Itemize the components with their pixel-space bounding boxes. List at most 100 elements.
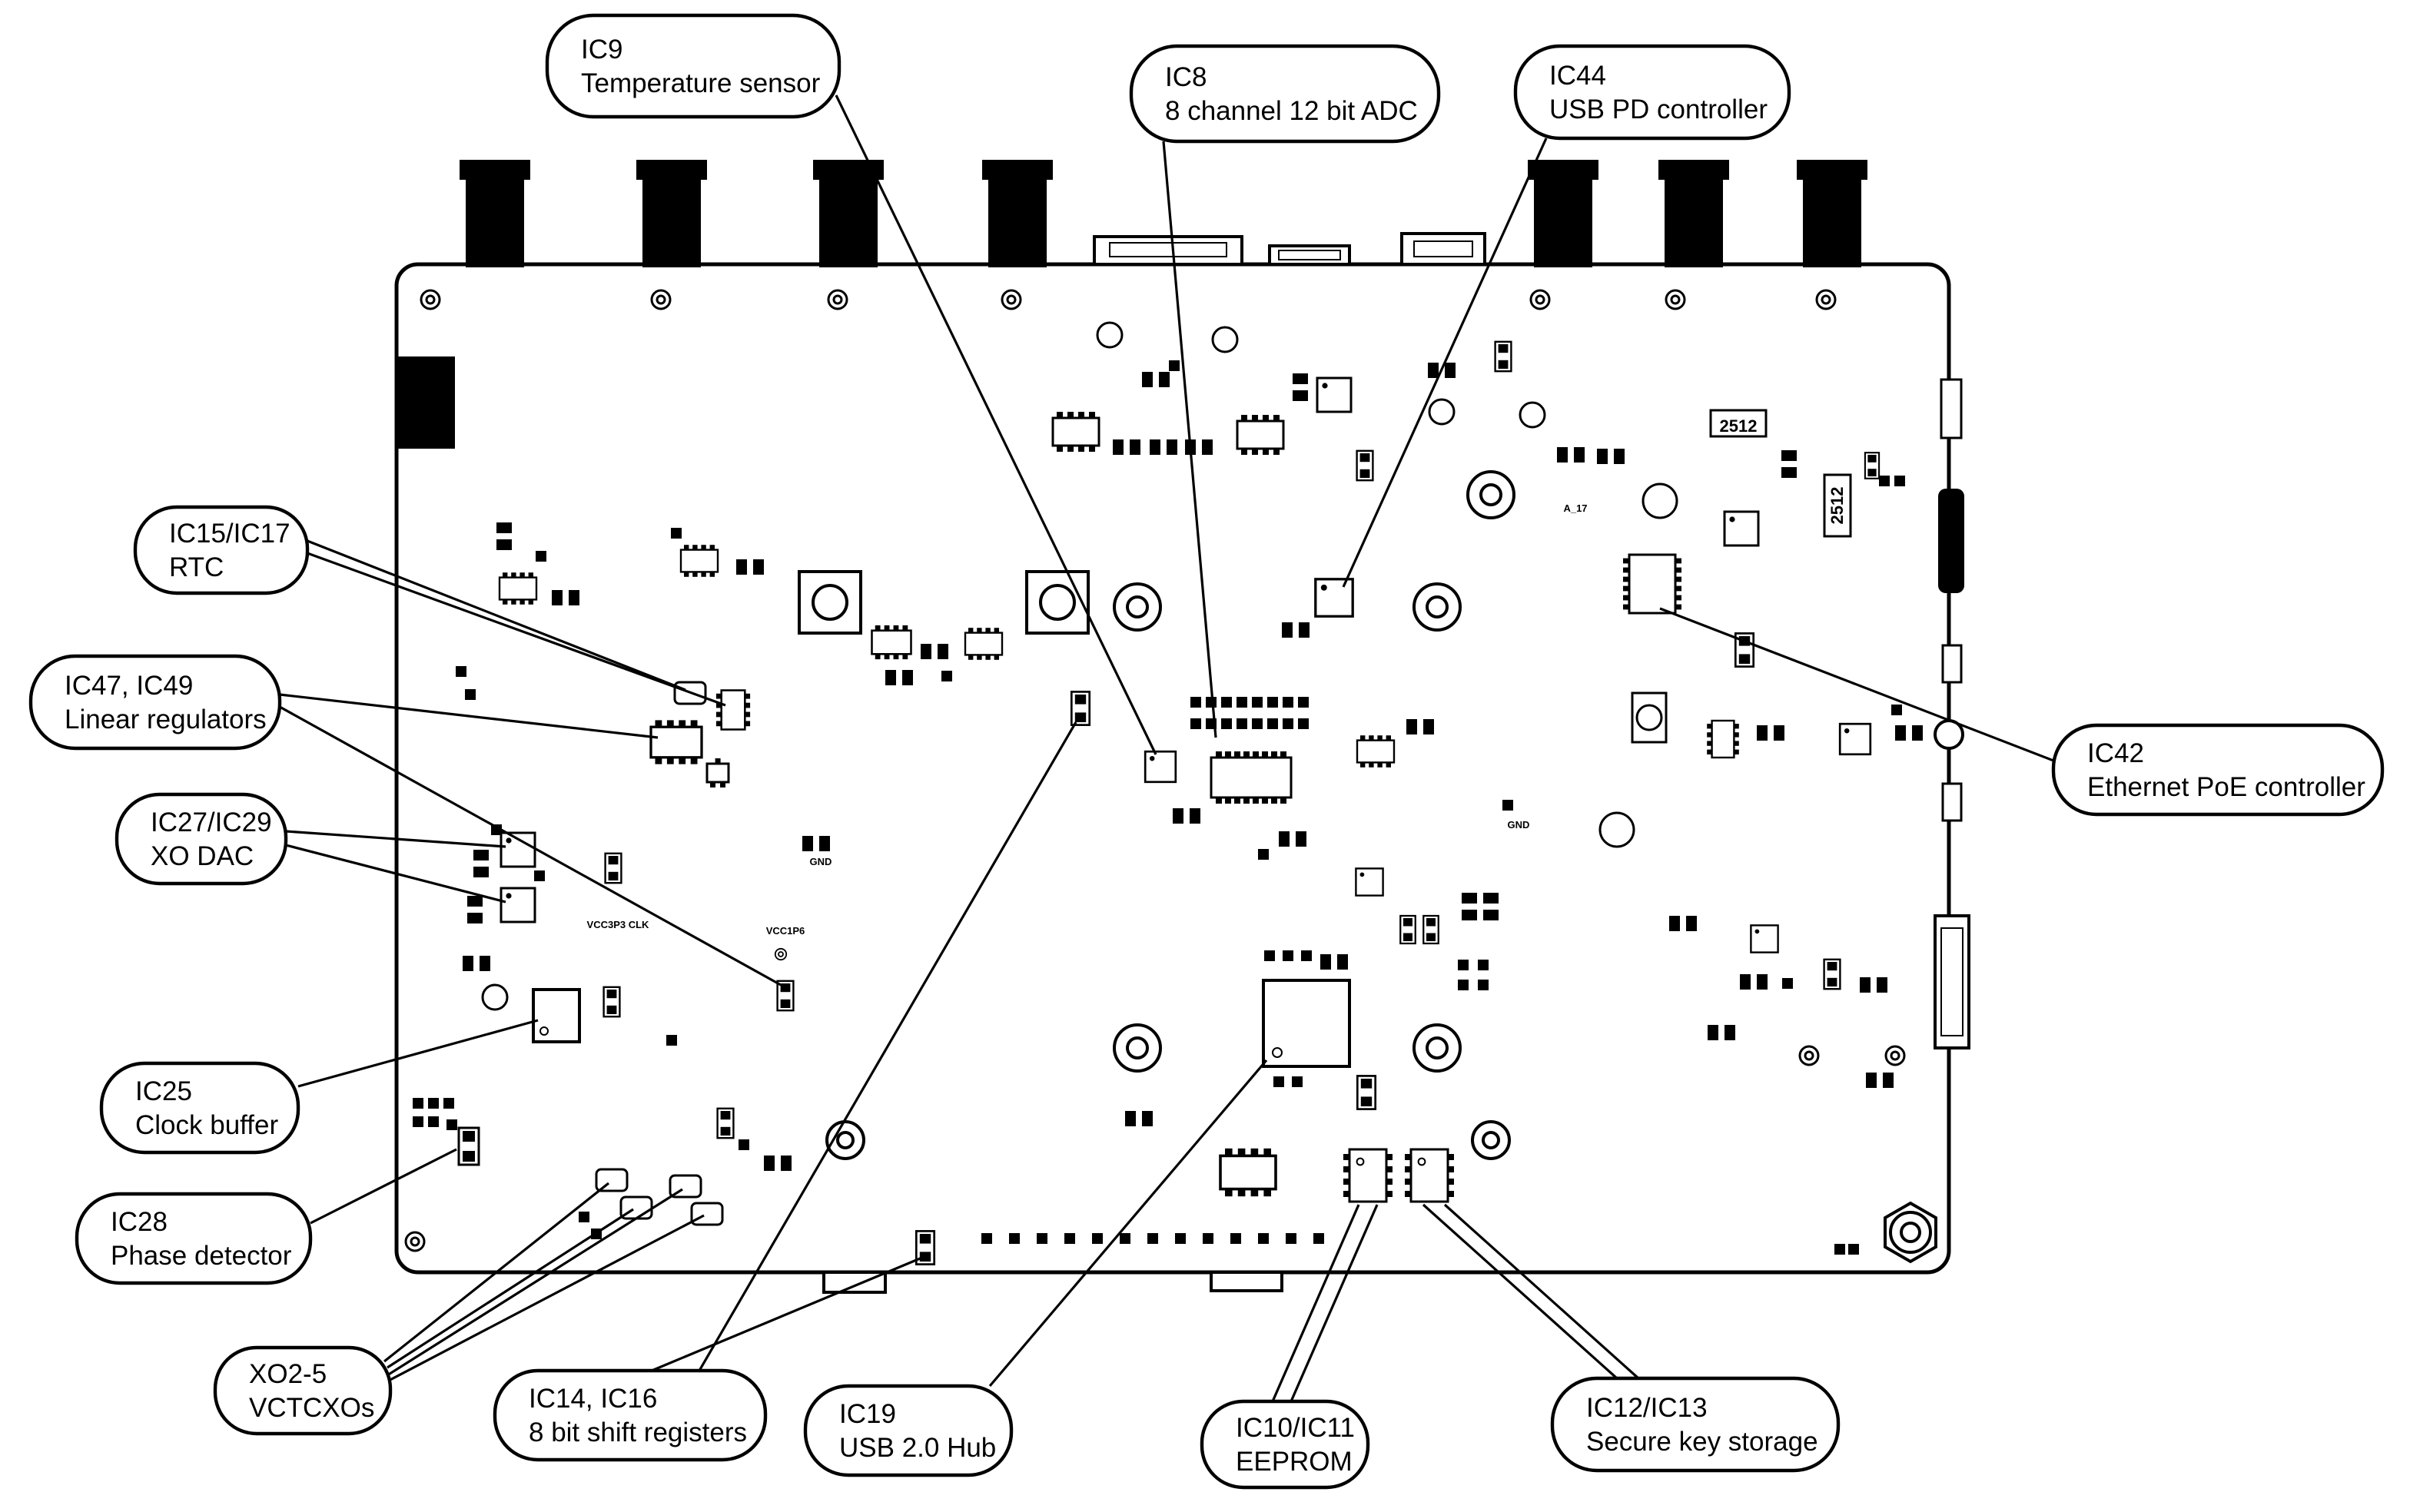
callout-label-ic19-line1: IC19 [839,1399,896,1429]
leader-line-ic12 [1422,1203,1618,1380]
leader-line-ic47 [279,705,782,986]
callout-label-ic25-line2: Clock buffer [135,1110,278,1140]
board-text-labels: 2512 2512 A_17 GND GND VCC3P3 CLK VCC1P6 [587,416,1847,937]
ic10-ic11-eeprom-chip [1342,1148,1394,1203]
leader-line-ic9 [835,94,1157,755]
sma-connector [460,160,530,267]
sma-connector [1658,160,1729,267]
callout-bubble-ic9 [545,13,842,119]
callout-bubble-ic44 [1513,44,1791,141]
ic42-ethernet-poe-controller-chip [1622,553,1683,615]
callout-label-ic42-line1: IC42 [2087,738,2144,768]
callout-label-ic25-line1: IC25 [135,1076,192,1106]
callout-bubble-ic25 [99,1061,300,1155]
components-layer [404,289,1970,1294]
callout-bubble-ic28 [75,1192,313,1285]
leader-line-ic19 [988,1059,1268,1388]
right-edge-connector-black [1938,489,1964,593]
callout-label-ic10-line1: IC10/IC11 [1236,1413,1355,1443]
callout-bubble-ic42 [2051,723,2385,817]
leader-line-ic27 [285,830,506,848]
callout-label-ic8-line2: 8 channel 12 bit ADC [1165,96,1418,126]
callout-bubble-ic19 [803,1384,1014,1477]
leader-line-ic42 [1659,607,2054,762]
leader-line-ic10 [1271,1204,1360,1402]
callout-label-ic27-line2: XO DAC [151,841,254,871]
callout-label-ic14-line1: IC14, IC16 [529,1384,657,1414]
callout-label-ic28-line1: IC28 [111,1207,168,1237]
callout-label-ic14-line2: 8 bit shift registers [529,1418,747,1447]
leader-line-xo25 [383,1182,609,1363]
resistor-label-2512-vertical: 2512 [1827,487,1847,525]
leader-line-ic25 [297,1019,539,1088]
ic47-linear-regulator-chip [649,718,703,766]
callout-label-ic44-line2: USB PD controller [1549,94,1768,124]
gnd-label-right: GND [1508,819,1530,831]
callout-bubble-xo25 [213,1345,393,1436]
leader-line-ic10 [1290,1204,1379,1402]
usb-connector [1268,244,1351,266]
ic12-ic13-secure-key-storage-chip [1403,1148,1456,1203]
ic19-usb-hub-chip [1262,979,1351,1068]
ic25-clock-buffer-chip [532,988,581,1043]
leader-line-xo25 [387,1188,683,1377]
callout-label-ic44-line1: IC44 [1549,61,1606,91]
ic14-shift-register-chip [1070,691,1091,726]
callout-label-ic47-line2: Linear regulators [65,705,267,734]
resistor-label-2512-horizontal: 2512 [1720,416,1758,436]
ic8-adc-chip [1210,750,1293,805]
callout-bubble-ic14 [493,1368,768,1462]
callout-label-ic42-line2: Ethernet PoE controller [2087,772,2365,802]
ic28-phase-detector-chip [457,1126,480,1166]
callout-ic8: IC8 8 channel 12 bit ADC [1129,44,1441,738]
ic9-temperature-sensor-chip [1144,750,1177,784]
leader-line-ic44 [1342,138,1548,588]
hdmi-connector [1093,235,1243,266]
leader-line-ic12 [1443,1203,1640,1380]
leader-line-ic15 [307,552,726,707]
callout-bubble-ic10 [1200,1399,1370,1490]
callout-label-ic9-line1: IC9 [581,35,622,65]
leader-line-ic8 [1162,141,1217,738]
power-connector [1400,232,1486,266]
sma-connector [813,160,884,267]
bottom-edge-connector-2 [1210,1271,1283,1292]
callout-bubble-ic15 [133,505,310,595]
leader-line-ic27 [285,844,506,904]
callout-bubble-ic47 [28,654,282,751]
leader-line-ic15 [307,539,686,691]
ic44-usb-pd-controller-chip [1314,578,1354,618]
callout-label-ic27-line1: IC27/IC29 [151,807,272,837]
leader-line-ic14 [698,721,1077,1371]
leader-line-ic14 [651,1255,924,1372]
callout-label-ic47-line1: IC47, IC49 [65,671,193,701]
board-marking-a17: A_17 [1563,502,1587,514]
sma-connector [1528,160,1598,267]
vcc1p6-label: VCC1P6 [766,925,805,937]
callout-ic14: IC14, IC16 8 bit shift registers [493,721,1077,1462]
callout-label-xo25-line2: VCTCXOs [249,1393,374,1423]
callout-label-ic19-line2: USB 2.0 Hub [839,1433,996,1463]
callout-label-ic9-line2: Temperature sensor [581,68,821,98]
callout-label-ic28-line2: Phase detector [111,1241,292,1271]
callout-bubble-ic8 [1129,44,1441,144]
bottom-edge-connector-1 [822,1271,887,1294]
xo2-vctcxo [595,1168,629,1192]
callout-bubble-ic27 [115,792,288,886]
callout-label-ic8-line1: IC8 [1165,62,1207,92]
sma-connector [636,160,707,267]
callout-label-ic15-line1: IC15/IC17 [169,519,290,549]
callout-label-xo25-line1: XO2-5 [249,1359,327,1389]
leader-line-xo25 [383,1214,705,1384]
screw-hole [1884,1201,1937,1264]
